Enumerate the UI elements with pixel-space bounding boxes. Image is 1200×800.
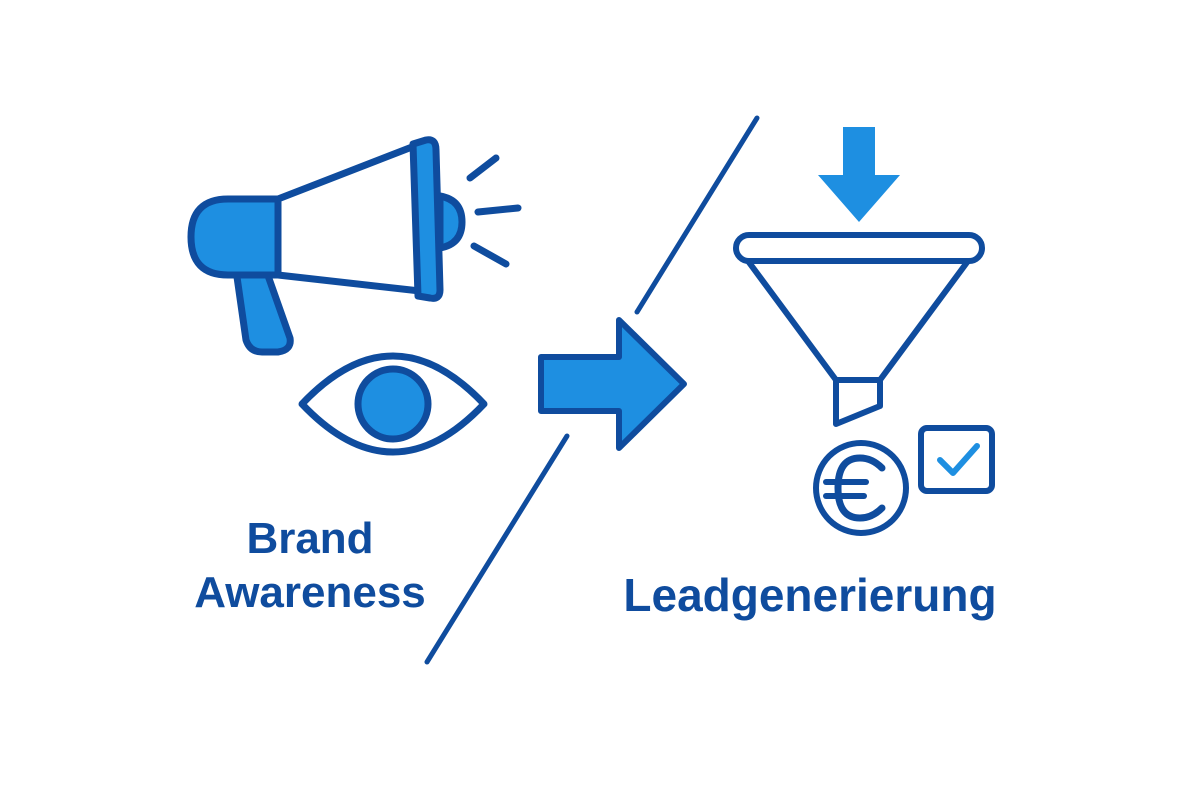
arrow-right-icon: [538, 317, 687, 451]
eye-icon: [298, 352, 488, 456]
brand-awareness-line1: Brand: [246, 514, 374, 563]
brand-awareness-label: Brand Awareness: [140, 512, 480, 620]
funnel-icon: [733, 232, 985, 427]
megaphone-icon: [187, 136, 522, 356]
divider-line-upper: [634, 115, 760, 315]
euro-coin-icon: [813, 440, 909, 536]
leadgenerierung-label: Leadgenerierung: [623, 569, 997, 621]
checkbox-icon: [918, 425, 995, 494]
brand-awareness-line2: Awareness: [194, 568, 426, 617]
arrow-down-icon: [818, 127, 900, 222]
divider-line-lower: [424, 433, 570, 665]
